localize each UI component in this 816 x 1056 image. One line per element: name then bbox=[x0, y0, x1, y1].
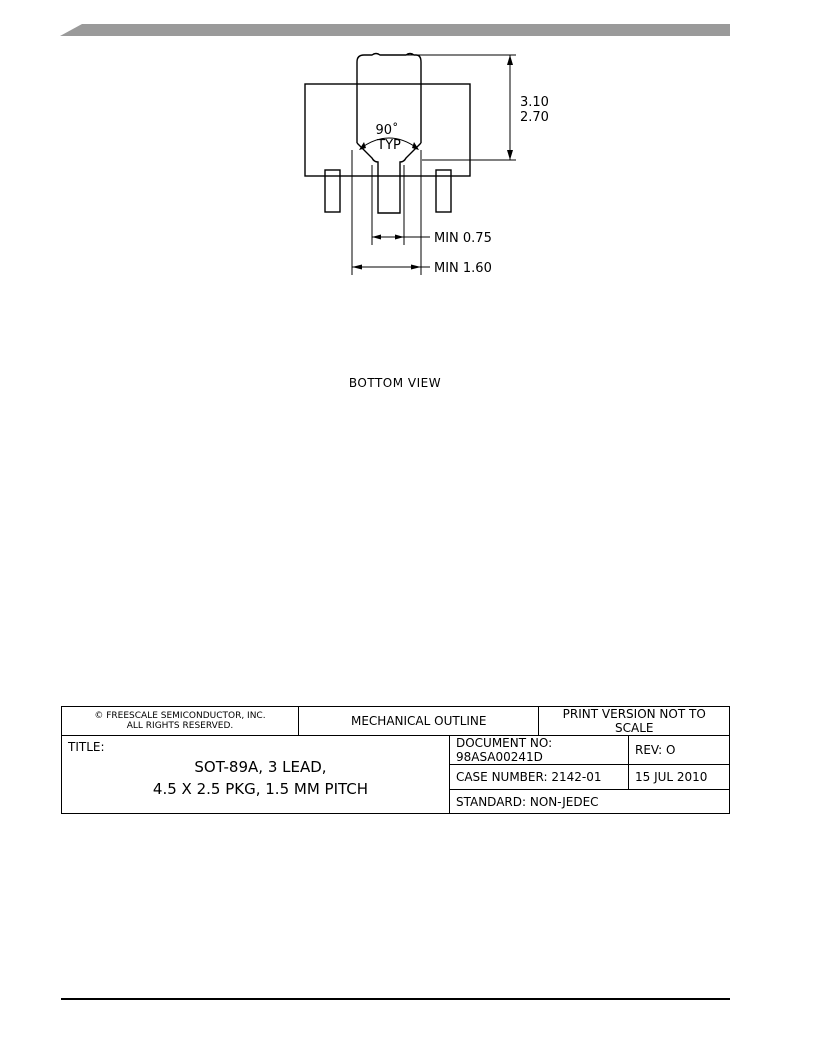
title-label: TITLE: bbox=[68, 740, 105, 754]
copyright-line1: © FREESCALE SEMICONDUCTOR, INC. bbox=[94, 711, 266, 721]
angle-value: 90˚ bbox=[375, 122, 398, 138]
title-line1: SOT-89A, 3 LEAD, bbox=[194, 758, 327, 776]
lead-right bbox=[435, 169, 452, 213]
package-body bbox=[304, 83, 471, 177]
case-number: CASE NUMBER: 2142-01 bbox=[448, 764, 630, 790]
angle-arc bbox=[360, 137, 418, 149]
print-note: PRINT VERSION NOT TO SCALE bbox=[538, 706, 730, 736]
outline-type: MECHANICAL OUTLINE bbox=[297, 706, 540, 736]
title-cell: TITLE: SOT-89A, 3 LEAD, 4.5 X 2.5 PKG, 1… bbox=[61, 735, 450, 814]
lead-left bbox=[324, 169, 341, 213]
view-label: BOTTOM VIEW bbox=[348, 376, 442, 390]
revision: REV: O bbox=[628, 735, 730, 765]
standard: STANDARD: NON-JEDEC bbox=[448, 789, 731, 814]
date: 15 JUL 2010 bbox=[628, 764, 730, 790]
angle-note: TYP bbox=[376, 138, 401, 153]
center-lead bbox=[356, 142, 422, 214]
dim-height-max: 3.10 bbox=[520, 95, 549, 110]
title-block: © FREESCALE SEMICONDUCTOR, INC. ALL RIGH… bbox=[61, 706, 731, 814]
copyright-cell: © FREESCALE SEMICONDUCTOR, INC. ALL RIGH… bbox=[61, 706, 299, 736]
dim-tab-width: MIN 1.60 bbox=[434, 261, 492, 276]
heat-tab-top bbox=[356, 52, 422, 84]
header-bar bbox=[60, 24, 730, 36]
dim-height-min: 2.70 bbox=[520, 110, 549, 125]
document-number: DOCUMENT NO: 98ASA00241D bbox=[448, 735, 630, 765]
footer-rule bbox=[61, 998, 730, 1000]
header-gray-band bbox=[60, 24, 730, 36]
copyright-line2: ALL RIGHTS RESERVED. bbox=[126, 721, 234, 731]
dim-lead-width: MIN 0.75 bbox=[434, 231, 492, 246]
package-drawing: 3.10 2.70 90˚ TYP MIN 0.75 MIN 1.60 bbox=[304, 52, 549, 276]
title-line2: 4.5 X 2.5 PKG, 1.5 MM PITCH bbox=[152, 780, 369, 798]
